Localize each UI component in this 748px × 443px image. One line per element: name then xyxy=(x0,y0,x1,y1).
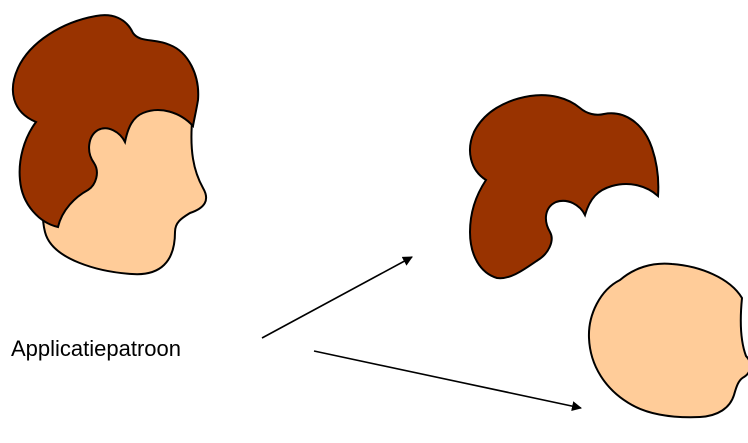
arrow-to-face xyxy=(314,351,581,408)
pattern-label: Applicatiepatroon xyxy=(11,338,181,360)
arrow-to-hair xyxy=(262,257,412,338)
whole-head xyxy=(13,15,206,274)
separated-face xyxy=(589,264,748,418)
separated-hair xyxy=(470,95,658,278)
